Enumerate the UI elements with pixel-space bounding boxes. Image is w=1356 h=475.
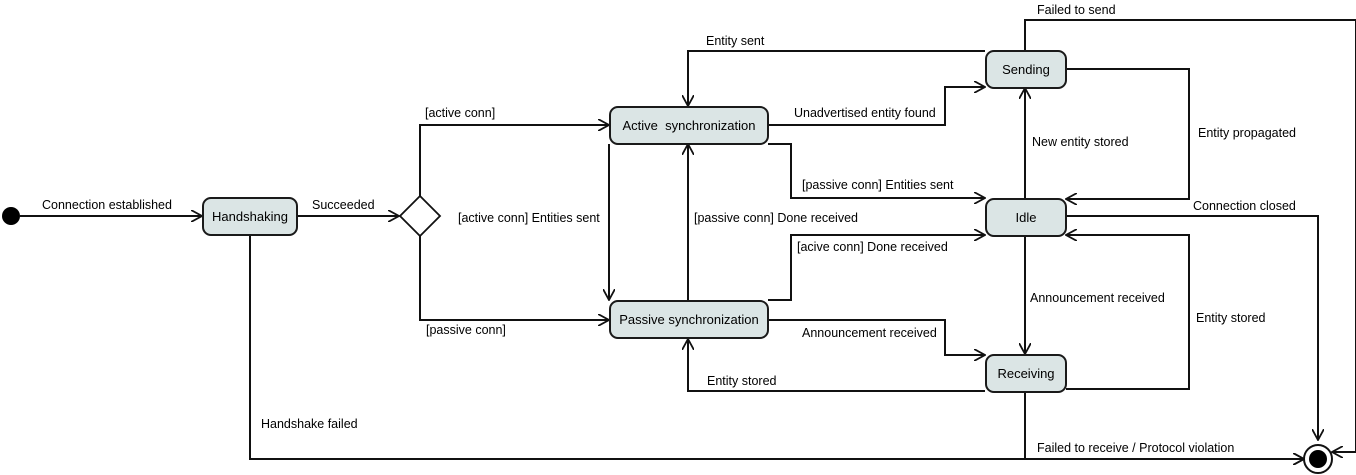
edge-active-conn xyxy=(419,125,609,196)
initial-state xyxy=(2,207,20,225)
edge-handshake-failed xyxy=(249,235,1304,459)
edge-failed-to-receive xyxy=(1024,392,1304,459)
edge-failed-to-send xyxy=(1024,19,1356,452)
svg-text:Passive synchronization: Passive synchronization xyxy=(619,312,758,327)
edge-entity-sent xyxy=(688,50,985,106)
svg-text:Idle: Idle xyxy=(1016,210,1037,225)
label-announcement-received-passive: Announcement received xyxy=(802,326,937,340)
final-state xyxy=(1303,444,1333,474)
state-sending: Sending xyxy=(985,50,1067,89)
state-active-synchronization: Active synchronization xyxy=(609,106,769,145)
state-handshaking: Handshaking xyxy=(202,197,298,236)
edge-entity-propagated xyxy=(1066,68,1190,199)
label-unadvertised-entity-found: Unadvertised entity found xyxy=(794,106,936,120)
edge-passive-conn xyxy=(419,236,609,320)
label-active-conn: [active conn] xyxy=(425,106,495,120)
choice-node xyxy=(398,194,442,238)
edge-entity-stored-passive xyxy=(688,339,985,392)
state-receiving: Receiving xyxy=(985,354,1067,393)
edge-acive-conn-done-received xyxy=(768,235,985,301)
label-entity-stored-passive: Entity stored xyxy=(707,374,777,388)
label-announcement-received-idle: Announcement received xyxy=(1030,291,1165,305)
label-passive-conn: [passive conn] xyxy=(426,323,506,337)
label-active-conn-entities-sent: [active conn] Entities sent xyxy=(458,211,600,225)
label-new-entity-stored: New entity stored xyxy=(1032,135,1129,149)
state-idle: Idle xyxy=(985,198,1067,237)
label-passive-conn-entities-sent: [passive conn] Entities sent xyxy=(802,178,954,192)
label-succeeded: Succeeded xyxy=(312,198,375,212)
edge-passive-conn-entities-sent xyxy=(768,143,985,198)
edge-unadvertised-entity-found xyxy=(768,87,985,126)
svg-text:Receiving: Receiving xyxy=(997,366,1054,381)
label-handshake-failed: Handshake failed xyxy=(261,417,358,431)
edge-announcement-received-passive xyxy=(768,319,985,355)
svg-text:Sending: Sending xyxy=(1002,62,1050,77)
label-passive-conn-done-received: [passive conn] Done received xyxy=(694,211,858,225)
label-failed-to-send: Failed to send xyxy=(1037,3,1116,17)
label-acive-conn-done-received: [acive conn] Done received xyxy=(797,240,948,254)
label-failed-to-receive: Failed to receive / Protocol violation xyxy=(1037,441,1234,455)
label-connection-established: Connection established xyxy=(42,198,172,212)
svg-text:Handshaking: Handshaking xyxy=(212,209,288,224)
label-entity-stored-receiving: Entity stored xyxy=(1196,311,1266,325)
label-entity-sent: Entity sent xyxy=(706,34,765,48)
edge-connection-closed xyxy=(1066,215,1318,440)
label-entity-propagated: Entity propagated xyxy=(1198,126,1296,140)
edge-entity-stored-receiving xyxy=(1066,235,1190,390)
state-passive-synchronization: Passive synchronization xyxy=(609,300,769,339)
label-connection-closed: Connection closed xyxy=(1193,199,1296,213)
svg-text:Active synchronization: Active synchronization xyxy=(623,118,756,133)
